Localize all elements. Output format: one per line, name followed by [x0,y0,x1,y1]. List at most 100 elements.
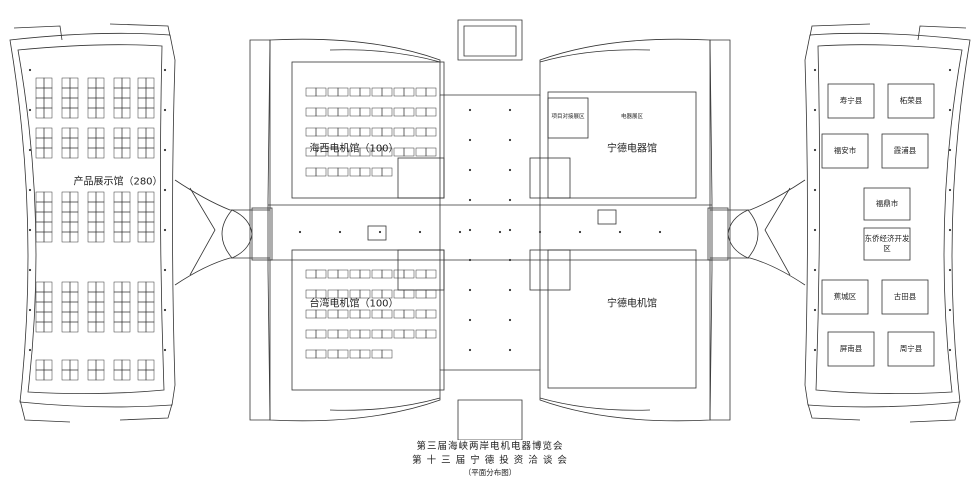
county-fuan: 福安市 [833,146,857,155]
booth [305,329,317,339]
booth [43,201,53,213]
booth [121,291,131,303]
booth [415,289,427,299]
booth [359,309,371,319]
booth [35,191,45,203]
county-booth-boxes [821,83,935,367]
booth [305,107,317,117]
booth [349,107,361,117]
booth [327,127,339,137]
booth [95,281,105,293]
booth [145,291,155,303]
central-booth-grid [305,87,437,359]
booth [359,167,371,177]
booth [381,329,393,339]
booth [371,107,383,117]
booth [371,167,383,177]
booth [43,191,53,203]
column-dot [163,228,167,232]
booth [87,281,97,293]
booth [137,369,147,381]
booth [61,147,71,159]
column-dot [508,138,512,142]
booth [43,321,53,333]
column-dot [28,268,32,272]
booth [371,269,383,279]
column-dot [508,348,512,352]
booth [145,201,155,213]
booth [69,291,79,303]
county-box [821,133,869,169]
column-dot [163,108,167,112]
booth [315,107,327,117]
booth [43,211,53,223]
booth [315,127,327,137]
booth [121,191,131,203]
column-dot [948,188,952,192]
booth [337,147,349,157]
booth [371,309,383,319]
caption-line-3: （平面分布图） [463,468,517,477]
left-bridge [174,179,273,286]
booth [121,321,131,333]
booth [137,291,147,303]
column-dot [508,108,512,112]
county-box [887,83,935,119]
booth [113,321,123,333]
booth [393,329,405,339]
booth [337,167,349,177]
booth [145,147,155,159]
column-dot [508,258,512,262]
booth [87,127,97,139]
booth [359,289,371,299]
left-hall-outline [9,23,176,423]
label-taiwan-motor-hall: 台湾电机馆（100） [309,298,399,310]
booth [371,127,383,137]
booth [121,311,131,323]
booth [381,167,393,177]
booth [35,87,45,99]
booth [349,349,361,359]
booth [121,77,131,89]
county-zhouning: 周宁县 [899,344,923,353]
booth [95,97,105,109]
county-box [821,279,869,315]
booth [137,77,147,89]
booth [87,201,97,213]
booth [95,147,105,159]
booth [137,97,147,109]
booth [403,87,415,97]
booth [87,221,97,233]
booth [337,87,349,97]
booth [315,349,327,359]
booth [69,281,79,293]
column-dot [578,230,582,234]
booth [145,107,155,119]
booth [95,231,105,243]
column-dot [468,168,472,172]
booth [305,167,317,177]
booth [35,147,45,159]
booth [137,231,147,243]
booth [145,369,155,381]
booth [359,329,371,339]
booth [95,191,105,203]
booth [393,309,405,319]
column-dot [298,230,302,234]
booth [87,191,97,203]
column-dot [813,188,817,192]
booth [415,269,427,279]
booth [61,321,71,333]
booth [137,221,147,233]
booth [315,167,327,177]
booth [35,221,45,233]
column-dot [338,230,342,234]
booth [137,147,147,159]
booth [61,87,71,99]
booth [359,147,371,157]
booth [393,87,405,97]
booth [95,301,105,313]
booth [315,147,327,157]
booth [43,369,53,381]
booth [43,87,53,99]
